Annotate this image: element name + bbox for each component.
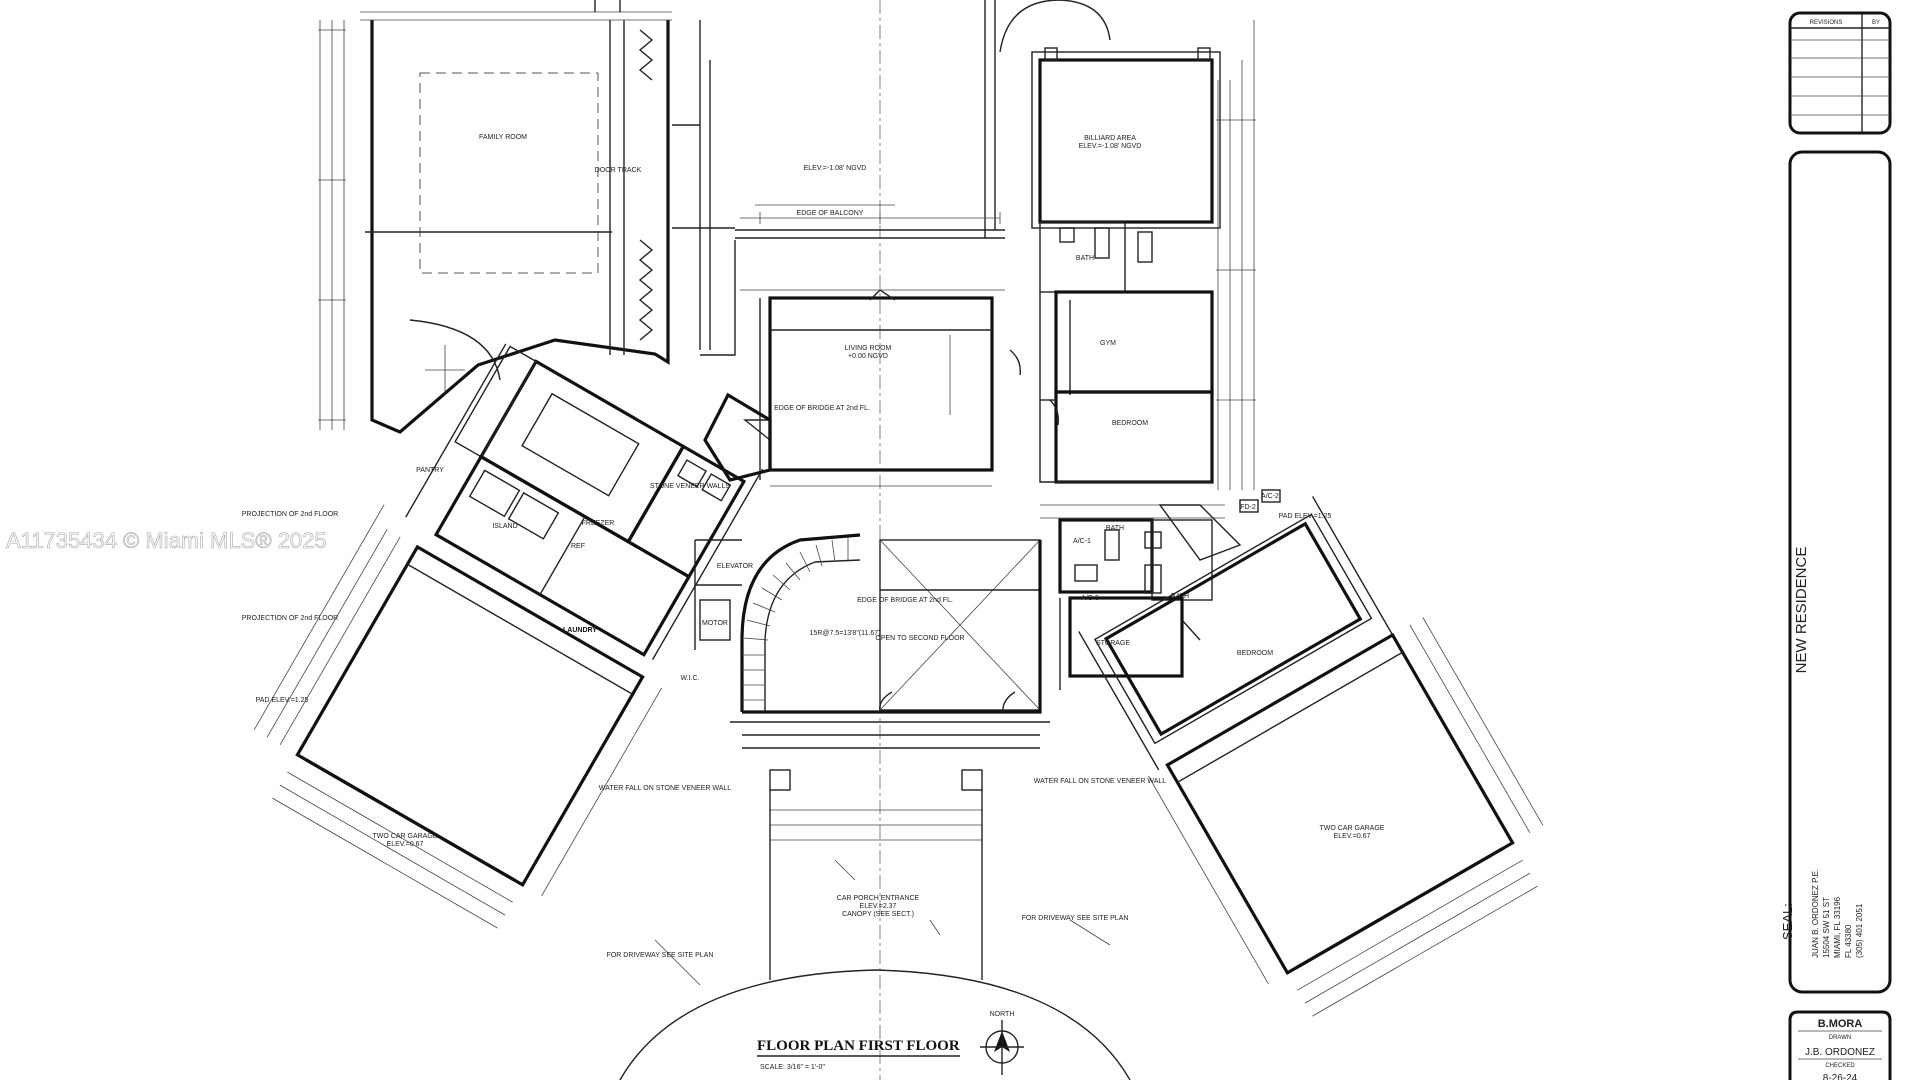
engineer-line-5: (305) 401 2051	[1855, 903, 1864, 958]
drawn-by: B.MORA	[1818, 1018, 1863, 1030]
family-room-zone	[319, 0, 736, 434]
by-header: BY	[1872, 20, 1880, 26]
label-family-room: FAMILY ROOM	[479, 134, 527, 141]
label-bath-2: BATH	[1106, 525, 1124, 532]
north-label: NORTH	[990, 1011, 1015, 1018]
plan-title: FLOOR PLAN FIRST FLOOR	[757, 1038, 960, 1054]
label-edge-balcony: EDGE OF BALCONY	[797, 210, 864, 217]
room-labels: FAMILY ROOM DOOR TRACK ELEV.=-1.08' NGVD…	[242, 134, 1385, 959]
label-proj-2nd-b: PROJECTION OF 2nd FLOOR	[242, 615, 338, 622]
label-driveway-right: FOR DRIVEWAY SEE SITE PLAN	[1022, 915, 1129, 922]
label-driveway-left: FOR DRIVEWAY SEE SITE PLAN	[607, 952, 714, 959]
label-garage-right: TWO CAR GARAGE	[1320, 825, 1385, 832]
drawn-label: DRAWN	[1829, 1035, 1851, 1041]
label-ref: REF	[571, 543, 585, 550]
right-service-zone	[1058, 489, 1281, 690]
label-bedroom-1: BEDROOM	[1112, 420, 1148, 427]
checked-label: CHECKED	[1825, 1063, 1855, 1069]
label-billiard-area: BILLIARD AREA	[1084, 135, 1136, 142]
right-wing-rotated	[1078, 496, 1544, 1017]
right-upper-zone	[1009, 20, 1255, 519]
project-name: NEW RESIDENCE	[1793, 547, 1810, 674]
engineer-line-2: 15504 SW 51 ST	[1822, 897, 1831, 958]
terrace-zone	[735, 0, 1111, 1080]
label-bedroom-2: BEDROOM	[1237, 650, 1273, 657]
car-porch-zone	[619, 790, 1131, 1080]
drawing-date: 8-26-24	[1823, 1073, 1858, 1080]
label-garage-right-elev: ELEV.=0.67	[1334, 833, 1371, 840]
label-ac3: A/C-3	[1081, 595, 1099, 602]
label-motor: MOTOR	[702, 620, 728, 627]
checked-by: J.B. ORDONEZ	[1805, 1047, 1875, 1058]
north-arrow	[980, 1020, 1024, 1075]
title-block: REVISIONS BY NEW RESIDENCE SEAL: JUAN B.…	[1780, 11, 1892, 1080]
label-storage: STORAGE	[1096, 640, 1130, 647]
label-car-porch-elev: ELEV.=2.37	[860, 903, 897, 910]
label-ac1: A/C-1	[1073, 538, 1091, 545]
label-elevator: ELEVATOR	[717, 563, 753, 570]
label-door-track: DOOR TRACK	[595, 167, 642, 174]
seal-label: SEAL:	[1780, 903, 1795, 940]
label-bath-3: BATH	[1171, 593, 1189, 600]
plan-scale: SCALE: 3/16" = 1'-0"	[760, 1064, 825, 1071]
label-island: ISLAND	[492, 523, 517, 530]
label-gym: GYM	[1100, 340, 1116, 347]
label-edge-bridge-b: EDGE OF BRIDGE AT 2nd FL.	[857, 597, 953, 604]
left-wing-rotated	[253, 343, 764, 929]
engineer-line-1: JUAN B. ORDONEZ P.E.	[1811, 869, 1820, 958]
label-wic: W.I.C.	[680, 675, 699, 682]
label-garage-left: TWO CAR GARAGE	[373, 833, 438, 840]
label-car-porch: CAR PORCH ENTRANCE	[837, 895, 920, 902]
label-laundry: LAUNDRY	[563, 627, 597, 634]
label-pad-elev-right: PAD ELEV.=1.25	[1279, 513, 1332, 520]
label-freezer: FREEZER	[582, 520, 615, 527]
engineer-line-3: MIAMI, FL 33196	[1833, 896, 1842, 958]
living-room-zone	[743, 289, 994, 487]
label-waterfall-left: WATER FALL ON STONE VENEER WALL	[599, 785, 731, 792]
label-stone-veneer: STONE VENEER WALLS	[650, 483, 730, 490]
label-waterfall-right: WATER FALL ON STONE VENEER WALL	[1034, 778, 1166, 785]
label-proj-2nd-a: PROJECTION OF 2nd FLOOR	[242, 511, 338, 518]
label-garage-left-elev: ELEV.=0.67	[387, 841, 424, 848]
label-bath-1: BATH	[1076, 255, 1094, 262]
engineer-line-4: FL 43380	[1844, 924, 1853, 958]
label-pool-elev: ELEV.=-1.08' NGVD	[804, 165, 867, 172]
label-edge-bridge-a: EDGE OF BRIDGE AT 2nd FL.	[774, 405, 870, 412]
label-open-to-second: OPEN TO SECOND FLOOR	[875, 635, 964, 642]
label-living-room: LIVING ROOM	[845, 345, 892, 352]
label-stair-note: 15R@7.5=13'8"(11.67)	[810, 630, 881, 637]
dimension-ticks	[318, 29, 1256, 421]
label-billiard-elev: ELEV.=-1.08' NGVD	[1079, 143, 1142, 150]
revisions-header: REVISIONS	[1810, 20, 1843, 26]
label-pad-elev-left: PAD ELEV.=1.25	[256, 697, 309, 704]
label-pantry: PANTRY	[416, 467, 444, 474]
label-ac2: A/C-2	[1261, 493, 1279, 500]
label-fd: FD-2	[1240, 504, 1256, 511]
foyer-stair-zone	[694, 392, 1050, 841]
label-canopy: CANOPY (SEE SECT.)	[842, 911, 914, 918]
label-living-elev: +0.00 NGVD	[848, 353, 888, 360]
mls-watermark: A11735434 © Miami MLS® 2025	[6, 528, 327, 553]
